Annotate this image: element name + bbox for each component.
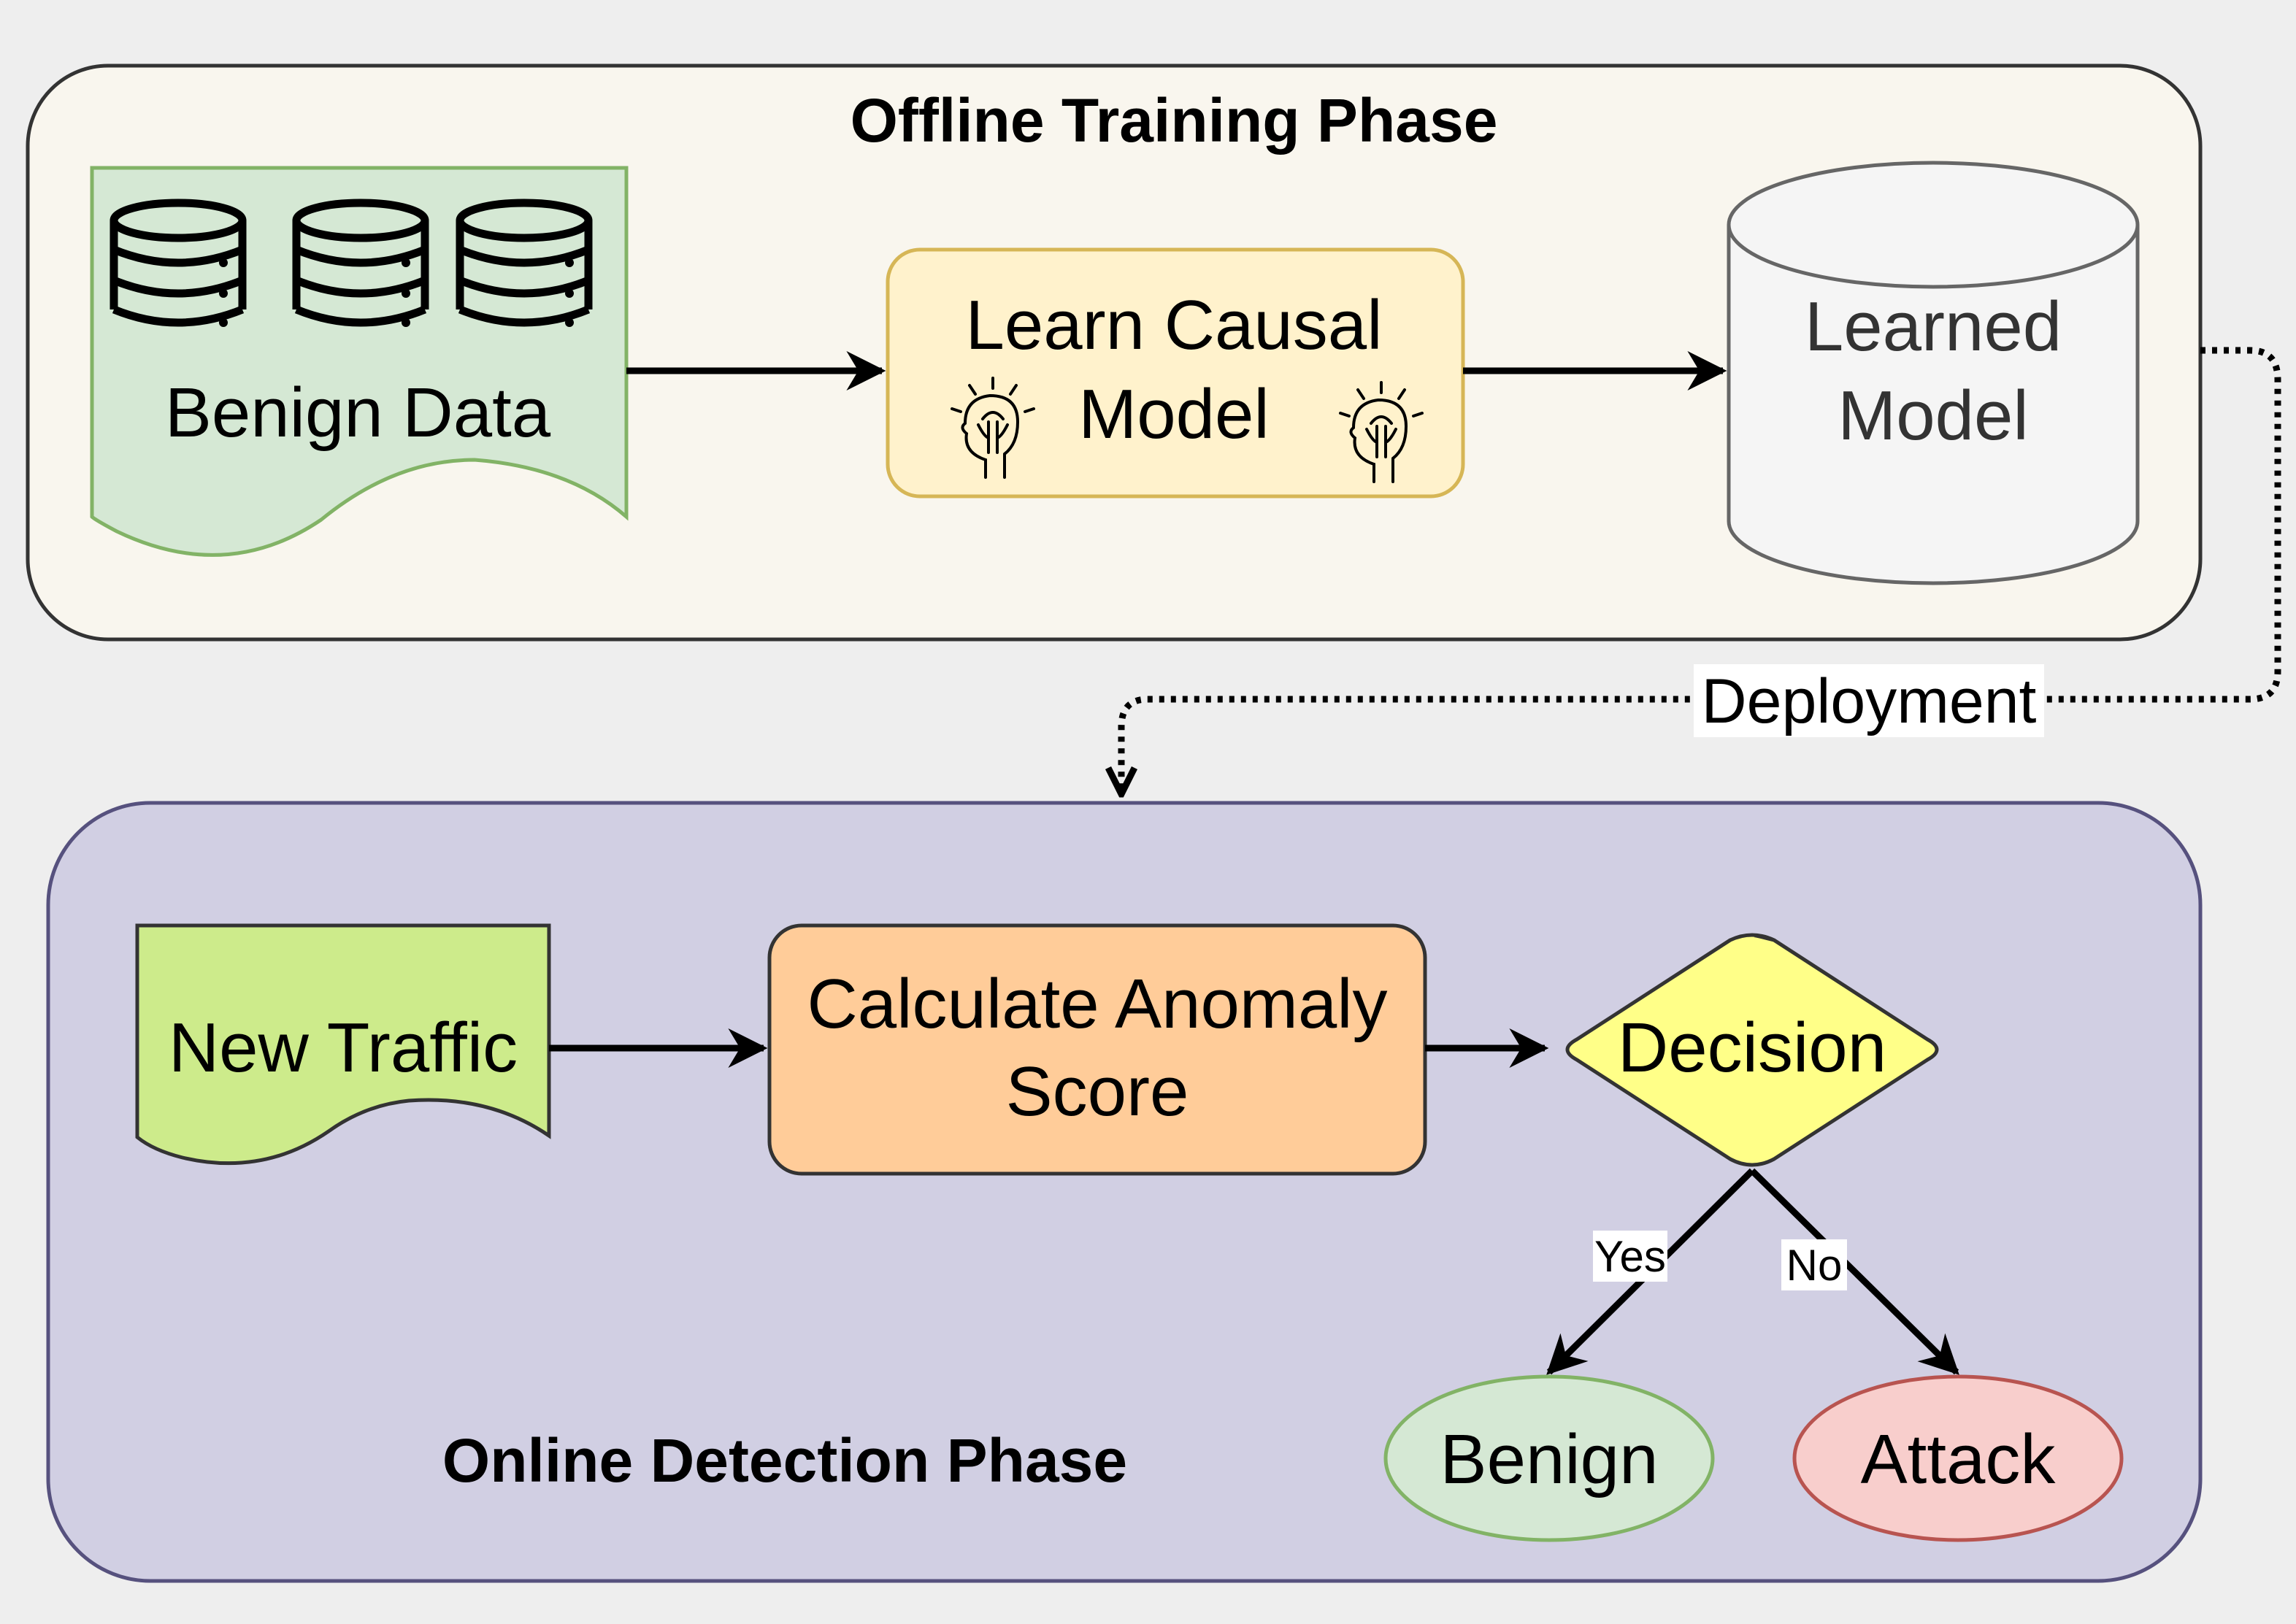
yes-label-bg	[1593, 1231, 1667, 1282]
new-traffic-document	[135, 923, 551, 1166]
calculate-anomaly-label-line2: Score	[1006, 1052, 1189, 1131]
no-label: No	[1786, 1241, 1843, 1290]
deployment-connector	[1121, 347, 2281, 794]
learn-causal-model-label-line2: Model	[1078, 375, 1269, 453]
benign-outcome	[1383, 1374, 1715, 1542]
calculate-anomaly-label-line1: Calculate Anomaly	[807, 965, 1387, 1043]
learned-model-label-line2: Model	[1838, 377, 2028, 455]
learn-causal-model-label-line1: Learn Causal	[965, 286, 1382, 364]
calculate-anomaly-score-box	[767, 923, 1427, 1176]
online-phase-title: Online Detection Phase	[442, 1426, 1127, 1495]
learned-model-cylinder	[1727, 161, 2140, 585]
no-label-bg	[1781, 1239, 1847, 1290]
benign-data-label: Benign Data	[165, 374, 551, 452]
deployment-label-bg	[1694, 664, 2044, 737]
learned-model-label-line1: Learned	[1805, 288, 2062, 366]
arrow-decision-to-attack	[1749, 1168, 1959, 1375]
offline-phase-title: Offline Training Phase	[851, 86, 1498, 155]
attack-outcome-label: Attack	[1861, 1420, 2057, 1498]
yes-label: Yes	[1594, 1232, 1666, 1281]
decision-label: Decision	[1618, 1009, 1886, 1087]
new-traffic-label: New Traffic	[169, 1009, 518, 1087]
attack-outcome	[1792, 1374, 2124, 1542]
benign-outcome-label: Benign	[1440, 1420, 1659, 1498]
deployment-label: Deployment	[1702, 666, 2037, 736]
decision-diamond	[1565, 933, 1939, 1167]
